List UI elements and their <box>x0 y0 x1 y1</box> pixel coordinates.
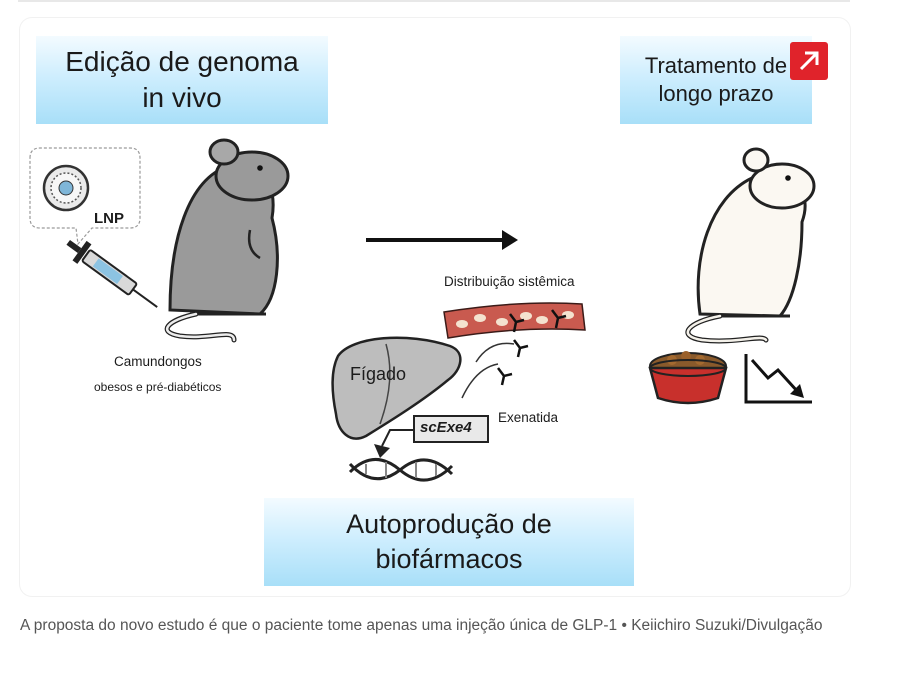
liver-illustration <box>331 336 462 440</box>
arrow-right-icon <box>366 230 518 250</box>
exenatide-molecule-icon <box>461 339 529 399</box>
downtrend-chart-icon <box>744 354 812 404</box>
banner-autoproduction: Autoprodução de biofármacos <box>264 498 634 586</box>
expand-icon <box>799 51 819 71</box>
liver-label: Fígado <box>350 364 407 384</box>
distribution-label: Distribuição sistêmica <box>444 274 575 289</box>
white-mouse-illustration <box>685 147 816 344</box>
food-bowl-icon <box>648 351 728 405</box>
banner-autoproduction-line1: Autoprodução de <box>346 509 552 540</box>
expand-button[interactable] <box>790 42 828 80</box>
syringe-icon <box>66 239 158 308</box>
banner-treatment-line1: Tratamento de <box>644 52 788 78</box>
top-divider <box>18 0 850 2</box>
banner-long-term-treatment: Tratamento de longo prazo <box>620 36 812 124</box>
gene-box <box>374 415 489 458</box>
dna-icon <box>348 458 454 482</box>
lnp-label: LNP <box>94 210 124 227</box>
figure-card: Edição de genoma in vivo Tratamento de l… <box>20 18 850 596</box>
diagram-illustration <box>29 138 816 482</box>
lnp-particle-icon <box>42 164 90 212</box>
mice-label: Camundongos <box>114 354 202 369</box>
exenatide-label: Exenatida <box>498 410 559 425</box>
banner-genome-line1: Edição de genoma <box>65 46 299 78</box>
gene-label: scExe4 <box>420 419 472 436</box>
blood-vessel-illustration <box>443 302 586 339</box>
mice-sub-label: obesos e pré-diabéticos <box>94 380 222 394</box>
banner-treatment-line2: longo prazo <box>658 81 774 106</box>
lnp-bubble <box>29 147 141 246</box>
gray-mouse-illustration <box>164 138 290 343</box>
banner-genome-line2: in vivo <box>142 82 222 113</box>
image-caption: A proposta do novo estudo é que o pacien… <box>20 617 823 634</box>
banner-genome-editing: Edição de genoma in vivo <box>36 36 328 124</box>
banner-autoproduction-line2: biofármacos <box>375 544 523 574</box>
